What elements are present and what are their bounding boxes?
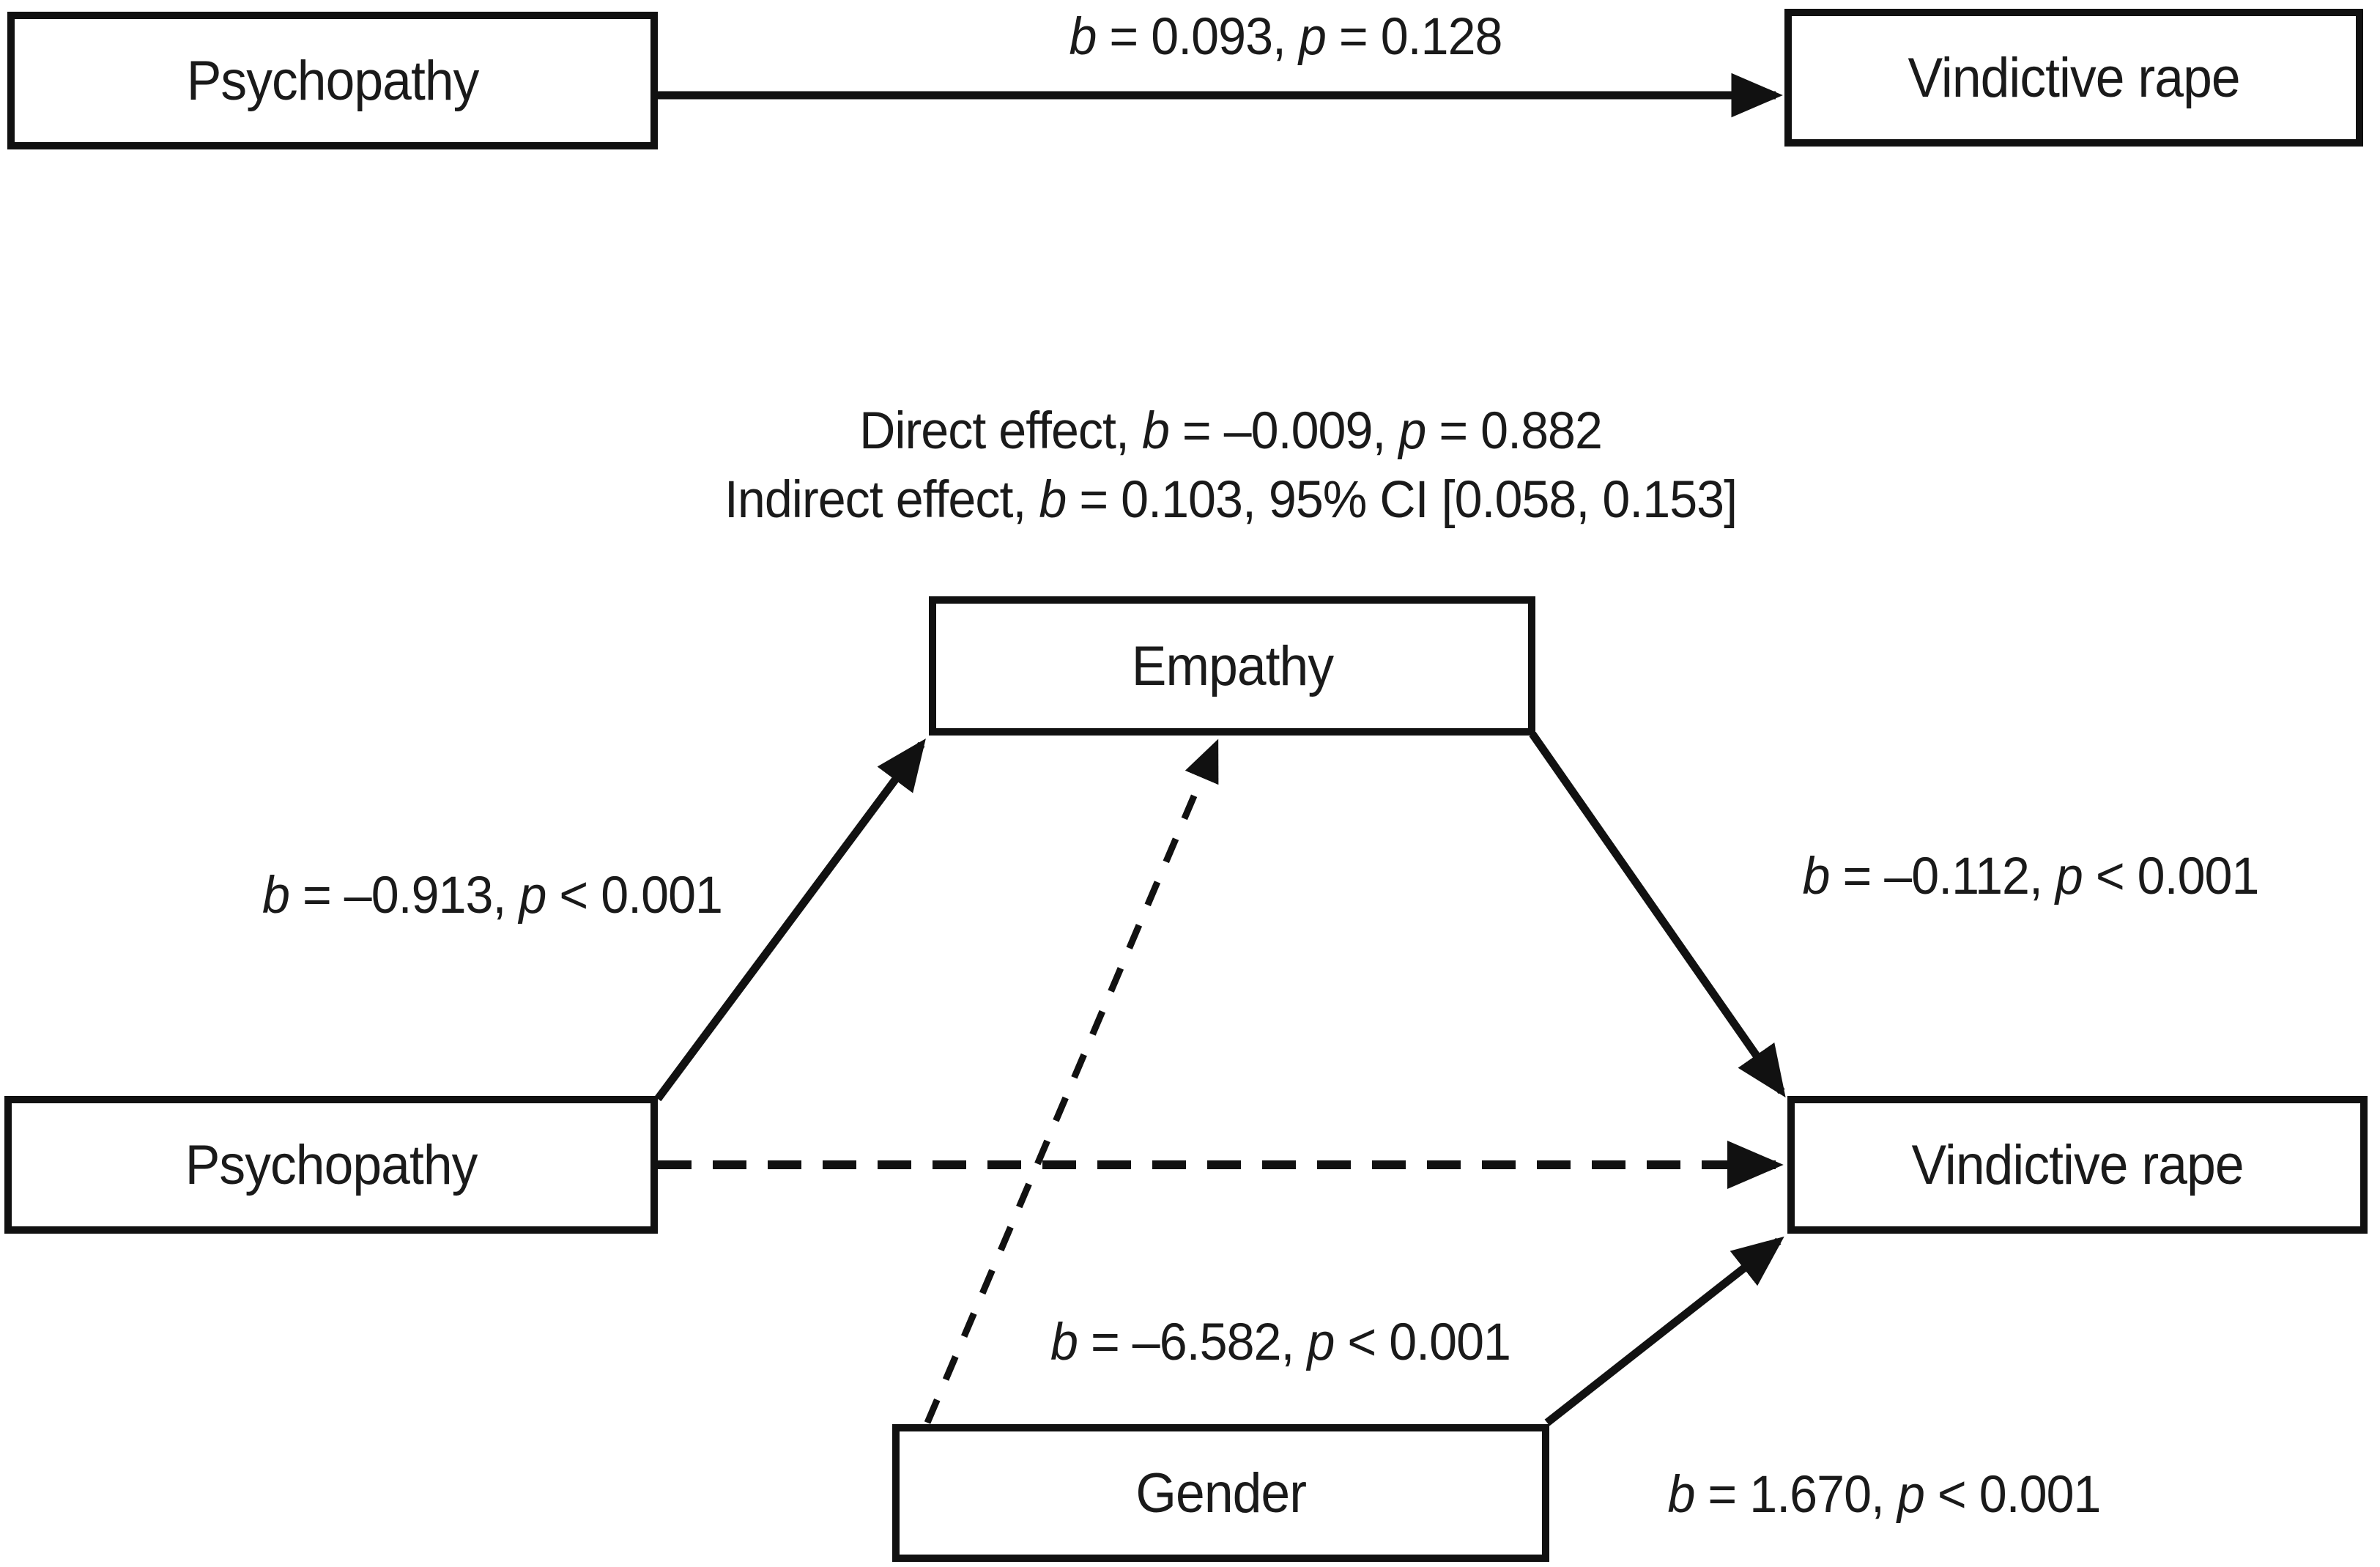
box-covariate-gender: Gender: [892, 1424, 1549, 1562]
label-covariate-mediator-path: b = –6.582, p < 0.001: [1050, 1313, 1511, 1372]
label-covariate-outcome-path: b = 1.670, p < 0.001: [1667, 1465, 2102, 1525]
label-b-path-pval: < 0.001: [2082, 848, 2260, 905]
label-b-path-bval: = –0.112,: [1829, 848, 2055, 905]
label-total-effect-p: p: [1298, 8, 1327, 66]
label-indirect-effect-ci: = 0.103, 95% CI [0.058, 0.153]: [1066, 471, 1738, 529]
label-covariate-outcome-pval: < 0.001: [1924, 1466, 2102, 1524]
label-covariate-outcome-p: p: [1897, 1466, 1925, 1524]
box-total-outcome: Vindictive rape: [1784, 9, 2363, 147]
label-covariate-mediator-bval: = –6.582,: [1077, 1314, 1308, 1371]
label-a-path-b: b: [262, 867, 290, 925]
label-direct-effect-pval: = 0.882: [1426, 402, 1603, 460]
label-covariate-outcome-b: b: [1667, 1466, 1695, 1524]
label-a-path-p: p: [519, 867, 546, 925]
label-direct-effect-pre: Direct effect,: [859, 402, 1142, 460]
label-total-effect-bval: = 0.093,: [1096, 8, 1299, 66]
label-covariate-outcome-bval: = 1.670,: [1694, 1466, 1897, 1524]
label-total-effect: b = 0.093, p = 0.128: [1069, 7, 1502, 67]
box-outcome-label: Vindictive rape: [1911, 1133, 2244, 1196]
box-predictor-label: Psychopathy: [185, 1133, 478, 1196]
label-a-path: b = –0.913, p < 0.001: [262, 866, 723, 925]
label-total-effect-b: b: [1069, 8, 1097, 66]
label-a-path-pval: < 0.001: [546, 867, 723, 925]
label-covariate-mediator-p: p: [1307, 1314, 1335, 1371]
box-covariate-label: Gender: [1135, 1462, 1307, 1525]
label-direct-effect-b: b: [1141, 402, 1170, 460]
label-covariate-mediator-b: b: [1050, 1314, 1078, 1371]
arrow-covariate-to-mediator-dashed: [924, 738, 1220, 1424]
label-indirect-effect: Indirect effect, b = 0.103, 95% CI [0.05…: [724, 470, 1738, 530]
label-b-path: b = –0.112, p < 0.001: [1802, 847, 2260, 906]
box-mediator-label: Empathy: [1131, 634, 1333, 697]
label-direct-effect-p: p: [1398, 402, 1426, 460]
box-total-predictor-label: Psychopathy: [186, 49, 480, 112]
label-covariate-mediator-pval: < 0.001: [1334, 1314, 1511, 1371]
label-direct-effect-bval: = –0.009,: [1168, 402, 1399, 460]
arrow-predictor-to-mediator: [654, 738, 926, 1102]
label-a-path-bval: = –0.913,: [289, 867, 519, 925]
box-outcome-vindictive-rape: Vindictive rape: [1787, 1096, 2368, 1234]
label-direct-effect: Direct effect, b = –0.009, p = 0.882: [859, 401, 1603, 461]
label-total-effect-pval: = 0.128: [1325, 8, 1503, 66]
box-mediator-empathy: Empathy: [929, 596, 1535, 736]
box-total-outcome-label: Vindictive rape: [1908, 46, 2240, 109]
label-b-path-b: b: [1802, 848, 1831, 905]
label-indirect-effect-b: b: [1039, 471, 1067, 529]
box-total-predictor: Psychopathy: [7, 12, 658, 149]
arrow-covariate-to-outcome: [1544, 1236, 1784, 1426]
box-predictor-psychopathy: Psychopathy: [4, 1096, 658, 1234]
arrow-mediator-to-outcome: [1529, 731, 1786, 1098]
label-b-path-p: p: [2055, 848, 2083, 905]
label-indirect-effect-pre: Indirect effect,: [724, 471, 1039, 529]
